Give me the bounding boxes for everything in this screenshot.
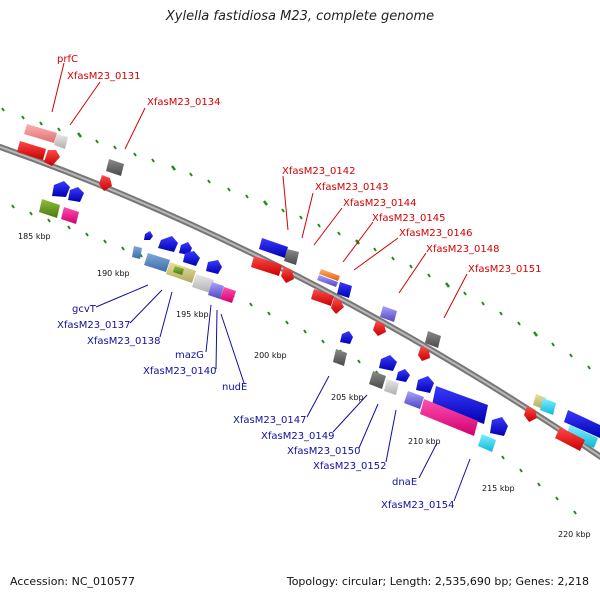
gene-feature bbox=[555, 427, 585, 451]
gene-feature bbox=[192, 274, 214, 293]
gene-label: nudE bbox=[222, 382, 247, 393]
gene-label: XfasM23_0138 bbox=[87, 336, 161, 347]
scale-label: 195 kbp bbox=[176, 310, 209, 319]
gene-feature bbox=[416, 376, 434, 393]
gene-label: XfasM23_0131 bbox=[67, 71, 141, 82]
gene-feature bbox=[418, 346, 430, 361]
gene-feature bbox=[380, 306, 397, 322]
gene-feature bbox=[369, 371, 386, 389]
scale-label: 215 kbp bbox=[482, 484, 515, 493]
outer-tick-ring bbox=[1, 107, 591, 370]
gene-label: XfasM23_0154 bbox=[381, 500, 455, 511]
gene-feature bbox=[259, 238, 288, 258]
scale-label: 220 kbp bbox=[558, 530, 591, 539]
gene-feature bbox=[208, 282, 224, 299]
gene-feature bbox=[132, 246, 142, 259]
scale-label: 190 kbp bbox=[97, 269, 130, 278]
accession-text: Accession: NC_010577 bbox=[10, 575, 136, 588]
gene-feature bbox=[68, 187, 84, 202]
scale-label: 210 kbp bbox=[408, 437, 441, 446]
gene-feature bbox=[220, 287, 236, 303]
gene-feature bbox=[333, 349, 347, 366]
gene-feature bbox=[24, 124, 57, 143]
outer-gene-labels: prfC XfasM23_0131 XfasM23_0134 XfasM23_0… bbox=[57, 54, 542, 275]
gene-feature bbox=[317, 275, 338, 287]
gene-feature bbox=[566, 425, 598, 448]
gene-label: XfasM23_0149 bbox=[261, 431, 335, 442]
gene-label: XfasM23_0148 bbox=[426, 244, 500, 255]
gene-feature bbox=[311, 289, 334, 306]
gene-feature bbox=[179, 242, 192, 255]
inner-gene-labels: gcvT XfasM23_0137 XfasM23_0138 mazG Xfas… bbox=[57, 304, 455, 511]
gene-feature bbox=[52, 181, 70, 197]
scale-label: 205 kbp bbox=[331, 393, 364, 402]
gene-feature bbox=[540, 398, 556, 415]
gene-feature bbox=[106, 159, 124, 176]
gene-feature bbox=[396, 369, 410, 382]
gene-feature bbox=[319, 269, 340, 281]
gene-feature bbox=[206, 260, 222, 274]
gene-feature bbox=[183, 251, 200, 266]
gene-feature bbox=[384, 379, 399, 395]
gene-feature bbox=[251, 256, 282, 276]
gene-feature bbox=[284, 249, 299, 265]
gene-label: prfC bbox=[57, 54, 78, 65]
gene-label: XfasM23_0143 bbox=[315, 182, 389, 193]
scale-labels: 185 kbp 190 kbp 195 kbp 200 kbp 205 kbp … bbox=[18, 232, 591, 539]
gene-label: XfasM23_0137 bbox=[57, 320, 131, 331]
gene-label: XfasM23_0145 bbox=[372, 213, 446, 224]
gene-feature bbox=[379, 355, 397, 371]
gene-label: XfasM23_0147 bbox=[233, 415, 307, 426]
scale-label: 200 kbp bbox=[254, 351, 287, 360]
gene-label: XfasM23_0146 bbox=[399, 228, 473, 239]
outer-strand-genes bbox=[17, 124, 600, 451]
gene-feature bbox=[173, 266, 184, 275]
gene-feature bbox=[144, 253, 170, 272]
gene-label: dnaE bbox=[392, 477, 417, 488]
gene-label: XfasM23_0151 bbox=[468, 264, 542, 275]
gene-feature bbox=[340, 331, 353, 344]
gene-feature bbox=[54, 134, 68, 149]
gene-feature bbox=[478, 434, 496, 452]
gene-label: mazG bbox=[175, 350, 204, 361]
gene-label: XfasM23_0140 bbox=[143, 366, 217, 377]
gene-label: XfasM23_0152 bbox=[313, 461, 387, 472]
map-title: Xylella fastidiosa M23, complete genome bbox=[165, 9, 435, 24]
topology-text: Topology: circular; Length: 2,535,690 bp… bbox=[286, 575, 589, 588]
gene-feature bbox=[44, 150, 60, 166]
gene-feature bbox=[564, 410, 600, 438]
gene-feature bbox=[524, 406, 537, 422]
gene-feature bbox=[99, 175, 112, 191]
gene-feature bbox=[420, 399, 478, 436]
inner-label-connectors bbox=[95, 284, 471, 502]
gene-feature bbox=[404, 391, 424, 409]
inner-strand-genes bbox=[39, 181, 508, 452]
gene-feature bbox=[337, 282, 352, 298]
gene-feature bbox=[425, 331, 441, 348]
gene-feature bbox=[39, 199, 60, 218]
gene-feature bbox=[144, 231, 153, 240]
gene-feature bbox=[432, 386, 488, 424]
gene-label: XfasM23_0144 bbox=[343, 198, 417, 209]
outer-label-connectors bbox=[51, 62, 468, 319]
gene-feature bbox=[281, 267, 294, 283]
scale-label: 185 kbp bbox=[18, 232, 51, 241]
gene-feature bbox=[490, 417, 508, 436]
gene-feature bbox=[331, 298, 344, 314]
gene-label: XfasM23_0142 bbox=[282, 166, 356, 177]
gene-feature bbox=[158, 236, 178, 252]
gene-feature bbox=[17, 141, 46, 160]
gene-feature bbox=[61, 207, 79, 224]
gene-label: XfasM23_0134 bbox=[147, 97, 221, 108]
gene-label: XfasM23_0150 bbox=[287, 446, 361, 457]
gene-label: gcvT bbox=[72, 304, 97, 315]
gene-feature bbox=[373, 321, 386, 336]
